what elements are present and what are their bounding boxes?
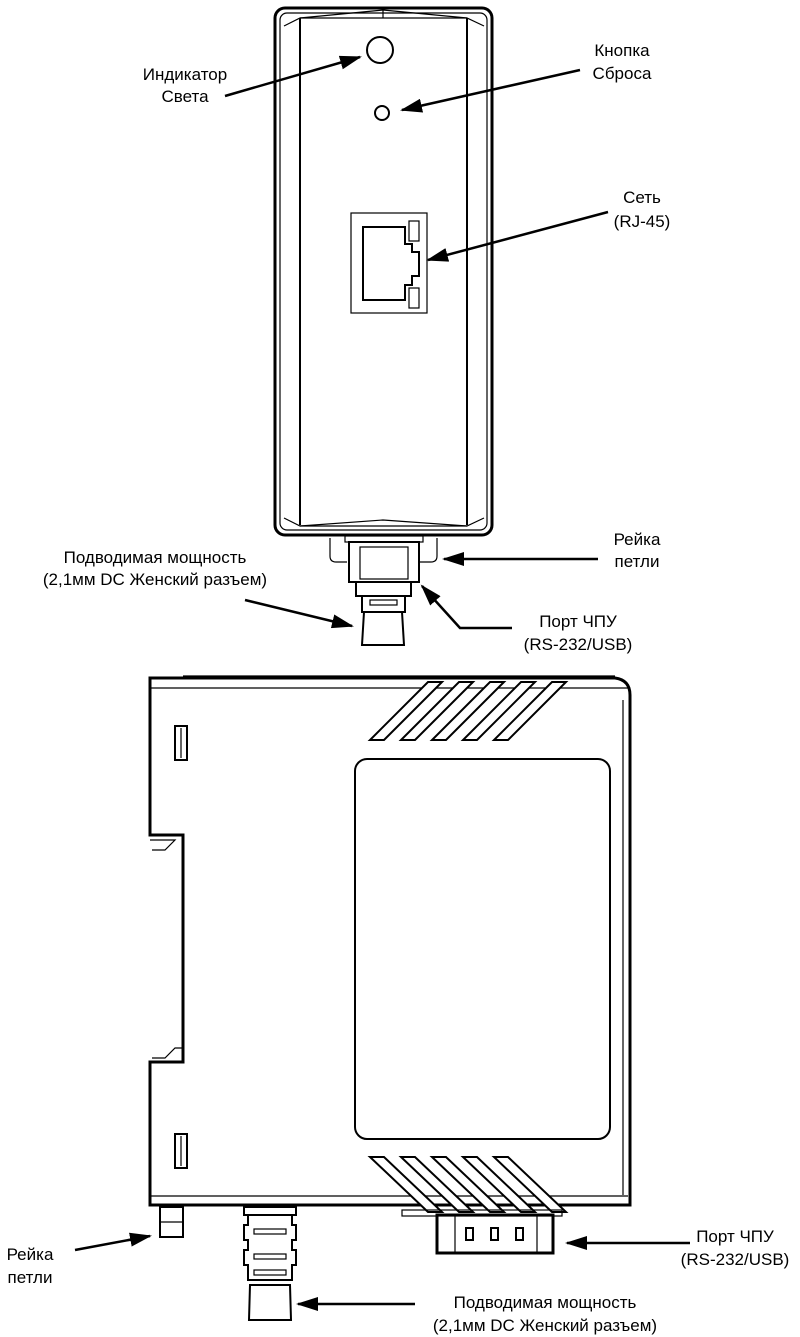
label-power-side: Подводимая мощность (2,1мм DC Женский ра… xyxy=(296,1293,657,1335)
label-light-indicator: Индикатор Света xyxy=(143,55,362,106)
top-vents xyxy=(367,681,569,741)
front-housing xyxy=(273,6,494,537)
vent-slat xyxy=(491,1156,569,1213)
label-line: петли xyxy=(8,1268,53,1287)
side-clips xyxy=(174,725,188,1169)
vent-slat xyxy=(429,1156,507,1213)
side-cnc-port xyxy=(401,1209,563,1255)
side-view: Рейка петли Порт ЧПУ (RS-232/USB) Подвод… xyxy=(7,675,790,1335)
vent-slat xyxy=(491,681,569,741)
arrow-icon xyxy=(224,55,362,98)
label-line: (RS-232/USB) xyxy=(524,635,633,654)
front-view: Индикатор Света Кнопка Сброса Сеть (RJ-4… xyxy=(43,6,671,654)
label-line: петли xyxy=(615,552,660,571)
label-line: Порт ЧПУ xyxy=(539,612,617,631)
label-line: (RJ-45) xyxy=(614,212,671,231)
vent-slat xyxy=(460,681,538,741)
label-rail-front: Рейка петли xyxy=(442,530,661,571)
label-line: Сеть xyxy=(623,188,661,207)
label-power-front: Подводимая мощность (2,1мм DC Женский ра… xyxy=(43,548,354,629)
label-line: Света xyxy=(161,87,209,106)
rj45-port xyxy=(350,212,428,314)
vent-slat xyxy=(429,681,507,741)
vent-slat xyxy=(460,1156,538,1213)
reset-button[interactable] xyxy=(374,105,390,121)
vent-slat xyxy=(367,1156,445,1213)
vent-slat xyxy=(398,1156,476,1213)
label-network: Сеть (RJ-45) xyxy=(426,188,671,262)
vent-slat xyxy=(398,681,476,741)
light-indicator xyxy=(366,36,394,64)
side-housing xyxy=(148,675,632,1207)
label-cnc-port-front: Порт ЧПУ (RS-232/USB) xyxy=(420,584,633,654)
label-cnc-port-side: Порт ЧПУ (RS-232/USB) xyxy=(565,1227,790,1269)
arrow-icon xyxy=(74,1232,152,1252)
arrow-icon xyxy=(420,584,512,630)
label-line: Подводимая мощность xyxy=(64,548,247,567)
vent-slat xyxy=(367,681,445,741)
label-line: (2,1мм DC Женский разъем) xyxy=(433,1316,657,1335)
label-rail-side: Рейка петли xyxy=(7,1232,152,1287)
label-line: Индикатор xyxy=(143,65,227,84)
label-reset-button: Кнопка Сброса xyxy=(400,41,652,113)
label-window xyxy=(354,758,611,1140)
label-line: Сброса xyxy=(593,64,652,83)
label-line: Рейка xyxy=(614,530,661,549)
label-line: (2,1мм DC Женский разъем) xyxy=(43,570,267,589)
rail-foot xyxy=(159,1206,184,1238)
label-line: Порт ЧПУ xyxy=(696,1227,774,1246)
label-line: Рейка xyxy=(7,1245,54,1264)
arrow-icon xyxy=(426,210,609,262)
front-bottom-connectors xyxy=(329,535,438,646)
side-power-connector xyxy=(243,1206,297,1321)
label-line: Подводимая мощность xyxy=(454,1293,637,1312)
arrow-icon xyxy=(244,598,354,629)
label-line: (RS-232/USB) xyxy=(681,1250,790,1269)
label-line: Кнопка xyxy=(594,41,650,60)
arrow-icon xyxy=(400,68,581,113)
bottom-vents xyxy=(367,1156,569,1213)
